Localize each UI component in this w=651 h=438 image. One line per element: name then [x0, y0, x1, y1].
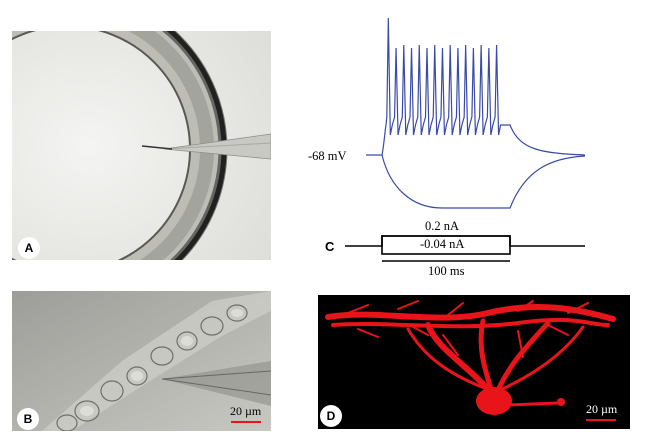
neuron-dendrites [325, 300, 616, 407]
panel-c: -68 mV 0.2 nA -0.04 nA 100 ms C [300, 10, 640, 285]
current-negative-label: -0.04 nA [420, 237, 465, 251]
panel-b-micrograph [12, 291, 271, 431]
panel-a-micrograph [12, 31, 271, 260]
panel-c-electrophysiology-chart [345, 17, 586, 262]
panel-d: 20 µm D [318, 295, 630, 429]
neuron-axon-terminal [557, 398, 565, 406]
panel-c-label: C [325, 239, 335, 254]
panel-d-scale-label: 20 µm [586, 402, 618, 416]
panel-b: 20 µm B [12, 291, 271, 431]
current-protocol-line [345, 235, 585, 247]
panel-b-scale-label: 20 µm [230, 404, 262, 418]
panel-d-label: D [320, 405, 342, 427]
panel-a: A [12, 31, 271, 260]
panel-a-label: A [18, 237, 40, 259]
neuron-soma [476, 387, 512, 415]
hyperpolarizing-trace [381, 154, 586, 209]
resting-potential-label: -68 mV [308, 149, 347, 163]
panel-d-neuron-image [318, 295, 630, 429]
duration-label: 100 ms [428, 264, 465, 278]
current-positive-label: 0.2 nA [425, 219, 460, 233]
depolarizing-trace [366, 17, 586, 156]
voltage-traces [366, 17, 586, 209]
panel-b-label: B [17, 408, 39, 430]
current-step-box [381, 235, 511, 255]
